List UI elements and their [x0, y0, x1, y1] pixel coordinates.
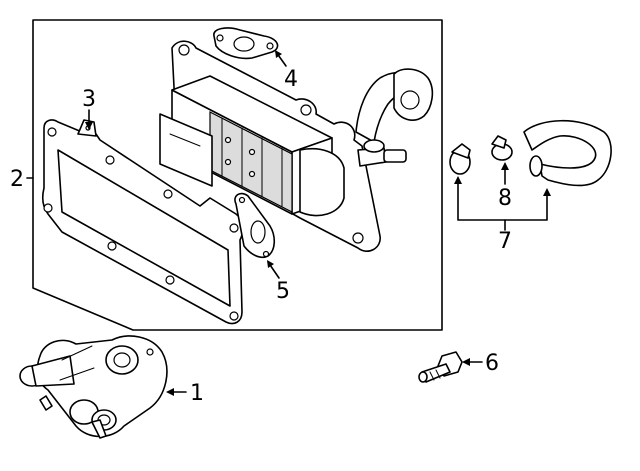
callout-2: 2	[10, 167, 24, 192]
callout-8: 8	[498, 186, 512, 211]
callout-1: 1	[190, 381, 204, 406]
bolt[interactable]	[418, 351, 463, 383]
gasket-5[interactable]	[234, 192, 276, 259]
callout-6: 6	[485, 351, 499, 376]
gasket-3[interactable]	[42, 119, 244, 325]
hose-clamp-8[interactable]	[491, 135, 513, 161]
egr-valve[interactable]	[19, 335, 168, 439]
callout-5: 5	[276, 279, 290, 304]
callout-7: 7	[498, 229, 512, 254]
gasket-4[interactable]	[213, 27, 279, 60]
callout-3: 3	[82, 87, 96, 112]
hose-clamp-left[interactable]	[449, 143, 471, 175]
callout-4: 4	[284, 67, 298, 92]
egr-cooler[interactable]	[159, 40, 434, 252]
hose[interactable]	[523, 119, 612, 187]
assembly-frame	[26, 19, 443, 331]
leader-lines	[85, 50, 551, 396]
